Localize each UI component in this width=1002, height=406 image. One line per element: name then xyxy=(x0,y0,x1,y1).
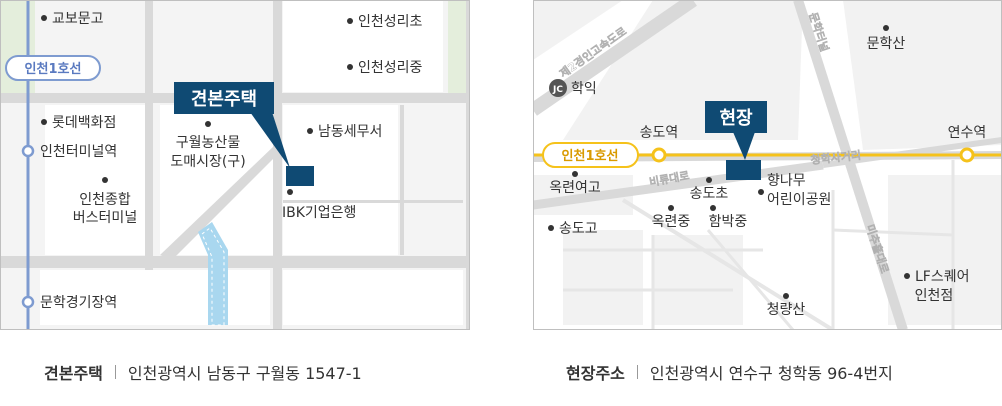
block xyxy=(283,0,443,92)
model-house-caption: 견본주택 인천광역시 남동구 구월동 1547-1 xyxy=(44,360,362,384)
poi-label: 인천성리초 xyxy=(358,14,423,30)
callout-label: 견본주택 xyxy=(191,89,257,110)
poi-label: IBK기업은행 xyxy=(282,205,356,221)
block xyxy=(283,270,463,325)
metro-line-badge xyxy=(542,142,639,168)
road-label: 청학사거리 xyxy=(810,148,862,167)
station-label: 인천터미널역 xyxy=(40,144,117,160)
block xyxy=(40,270,270,325)
caption-divider xyxy=(114,365,116,379)
junction-badge-label: JC xyxy=(552,85,563,95)
block xyxy=(45,105,145,255)
map-frame xyxy=(0,0,470,330)
poi-label: 버스터미널 xyxy=(73,210,137,226)
location-marker xyxy=(286,166,314,186)
callout-label: 현장 xyxy=(719,108,753,129)
poi-label: 인천성리중 xyxy=(358,60,423,76)
callout-pointer xyxy=(250,112,290,168)
poi-label: 향나무 xyxy=(767,173,806,189)
poi-markers xyxy=(41,15,353,195)
callout-box xyxy=(174,82,274,114)
caption-title: 현장주소 xyxy=(566,364,625,383)
caption-title: 견본주택 xyxy=(44,364,103,383)
poi-label: 문학산 xyxy=(867,36,906,52)
location-marker xyxy=(726,160,761,180)
metro-line-badge-label: 인천1호선 xyxy=(562,148,619,164)
poi-label: 인천점 xyxy=(915,288,954,304)
poi-label: 함박중 xyxy=(709,214,748,230)
caption-address: 인천광역시 남동구 구월동 1547-1 xyxy=(127,364,362,383)
poi-label: 옥련중 xyxy=(652,214,691,230)
poi-label: 구월농산물 xyxy=(176,135,241,151)
poi-markers xyxy=(548,25,910,299)
stream xyxy=(198,222,228,325)
station-label: 문학경기장역 xyxy=(40,295,117,311)
station-icon xyxy=(21,295,35,309)
metro-line-badge xyxy=(5,55,101,81)
caption-address: 인천광역시 연수구 청학동 96-4번지 xyxy=(649,364,893,383)
poi-label: 교보문고 xyxy=(52,11,104,27)
callout-box xyxy=(705,101,767,133)
poi-label: LF스퀘어 xyxy=(915,269,970,285)
site-caption: 현장주소 인천광역시 연수구 청학동 96-4번지 xyxy=(566,360,893,384)
map-model-house: 인천1호선 교보문고 인천성리초 인천성리중 롯데백화점 인천터미널역 인천종합… xyxy=(0,0,470,330)
metro-line-badge-label: 인천1호선 xyxy=(25,61,82,77)
junction-icon xyxy=(549,79,567,97)
station-label: 송도역 xyxy=(640,125,679,141)
poi-label: 청량산 xyxy=(767,302,806,318)
block xyxy=(160,105,275,255)
station-icon xyxy=(959,147,975,163)
poi-label: 학익 xyxy=(571,81,597,97)
station-icon xyxy=(21,144,35,158)
callout-pointer xyxy=(733,132,755,160)
poi-label: 인천종합 xyxy=(79,192,131,208)
poi-label: 롯데백화점 xyxy=(52,115,116,131)
map-site: 인천1호선 JC 제2경인고속도로 문학터널 미추홀대로 비류대로 청학사거리 … xyxy=(533,0,1002,330)
station-label: 연수역 xyxy=(948,125,987,141)
poi-label: 옥련여고 xyxy=(549,180,601,196)
poi-label: 어린이공원 xyxy=(767,192,831,208)
park-area xyxy=(448,0,470,95)
caption-divider xyxy=(636,365,638,379)
poi-label: 도매시장(구) xyxy=(170,154,245,170)
poi-label: 송도초 xyxy=(690,186,729,202)
station-icon xyxy=(651,147,667,163)
poi-label: 송도고 xyxy=(559,221,598,237)
poi-label: 남동세무서 xyxy=(318,124,382,140)
